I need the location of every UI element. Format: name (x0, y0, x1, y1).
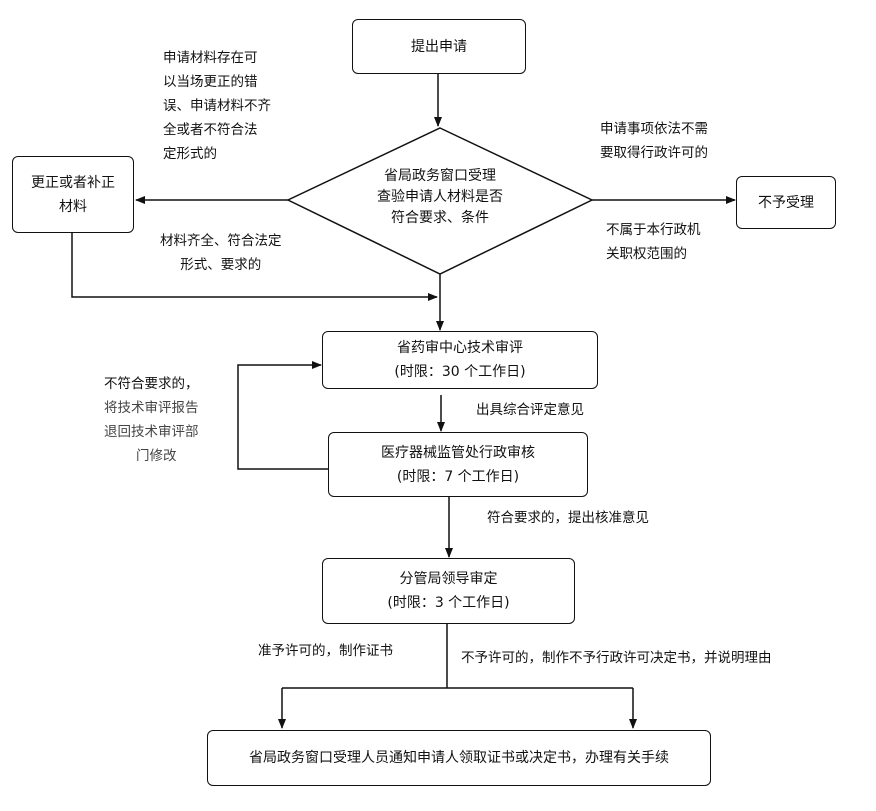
note-return-tech-4: 门修改 (136, 448, 177, 464)
check-line-1: 省局政务窗口受理 (384, 168, 496, 184)
notify-box: 省局政务窗口受理人员通知申请人领取证书或决定书，办理有关手续 (207, 730, 711, 786)
check-line-2: 查验申请人材料是否 (377, 189, 503, 205)
tech-review-title: 省药审中心技术审评 (397, 340, 523, 356)
note-grant: 准予许可的，制作证书 (258, 639, 393, 663)
note-deny-text: 不予许可的，制作不予行政许可决定书，并说明理由 (461, 650, 772, 666)
admin-review-limit: (时限：7 个工作日) (396, 468, 520, 485)
supplement-line-1: 更正或者补正 (31, 174, 115, 191)
note-propose-check: 符合要求的，提出核准意见 (487, 506, 649, 530)
note-issue-opinion: 出具综合评定意见 (476, 398, 584, 422)
tech-review-limit: (时限：30 个工作日) (394, 364, 526, 380)
supplement-line-2: 材料 (59, 198, 87, 215)
note-not-required-1: 申请事项依法不需 (600, 121, 708, 137)
reject-label: 不予受理 (758, 194, 814, 211)
note-complete: 材料齐全、符合法定 形式、要求的 (160, 229, 282, 277)
note-return-tech: 不符合要求的， 将技术审评报告 退回技术审评部 门修改 (104, 372, 199, 468)
note-deny: 不予许可的，制作不予行政许可决定书，并说明理由 (461, 646, 772, 670)
check-decision-text: 省局政务窗口受理 查验申请人材料是否 符合要求、条件 (340, 166, 540, 229)
leader-review-limit: (时限：3 个工作日) (387, 595, 510, 611)
note-return-tech-1: 不符合要求的， (104, 376, 199, 392)
admin-review-title: 医疗器械监管处行政审核 (381, 444, 535, 461)
note-return-tech-3: 退回技术审评部 (104, 424, 199, 440)
note-correctable-4: 全或者不符合法 (163, 122, 258, 138)
note-correctable-2: 以当场更正的错 (163, 74, 258, 90)
note-propose-check-text: 符合要求的，提出核准意见 (487, 510, 649, 526)
note-correctable: 申请材料存在可 以当场更正的错 误、申请材料不齐 全或者不符合法 定形式的 (163, 46, 271, 166)
note-return-tech-2: 将技术审评报告 (104, 400, 199, 416)
note-not-in-scope: 不属于本行政机 关职权范围的 (606, 218, 701, 266)
reject-box: 不予受理 (736, 176, 836, 229)
leader-review-title: 分管局领导审定 (399, 571, 498, 587)
supplement-box: 更正或者补正 材料 (12, 156, 134, 233)
note-complete-1: 材料齐全、符合法定 (160, 233, 282, 249)
check-line-3: 符合要求、条件 (391, 210, 489, 226)
note-not-required-2: 要取得行政许可的 (600, 145, 708, 161)
note-issue-opinion-text: 出具综合评定意见 (476, 402, 584, 418)
leader-review-box: 分管局领导审定 (时限：3 个工作日) (322, 558, 575, 624)
note-correctable-5: 定形式的 (163, 146, 217, 162)
apply-label: 提出申请 (411, 38, 467, 55)
note-grant-text: 准予许可的，制作证书 (258, 643, 393, 659)
note-not-in-scope-1: 不属于本行政机 (606, 222, 701, 238)
tech-review-box: 省药审中心技术审评 (时限：30 个工作日) (322, 331, 598, 389)
notify-label: 省局政务窗口受理人员通知申请人领取证书或决定书，办理有关手续 (249, 750, 669, 766)
note-not-required: 申请事项依法不需 要取得行政许可的 (600, 117, 708, 165)
apply-box: 提出申请 (352, 19, 526, 74)
note-correctable-3: 误、申请材料不齐 (163, 98, 271, 114)
note-not-in-scope-2: 关职权范围的 (606, 246, 687, 262)
note-complete-2: 形式、要求的 (180, 257, 262, 273)
admin-review-box: 医疗器械监管处行政审核 (时限：7 个工作日) (328, 432, 588, 497)
note-correctable-1: 申请材料存在可 (163, 50, 258, 66)
